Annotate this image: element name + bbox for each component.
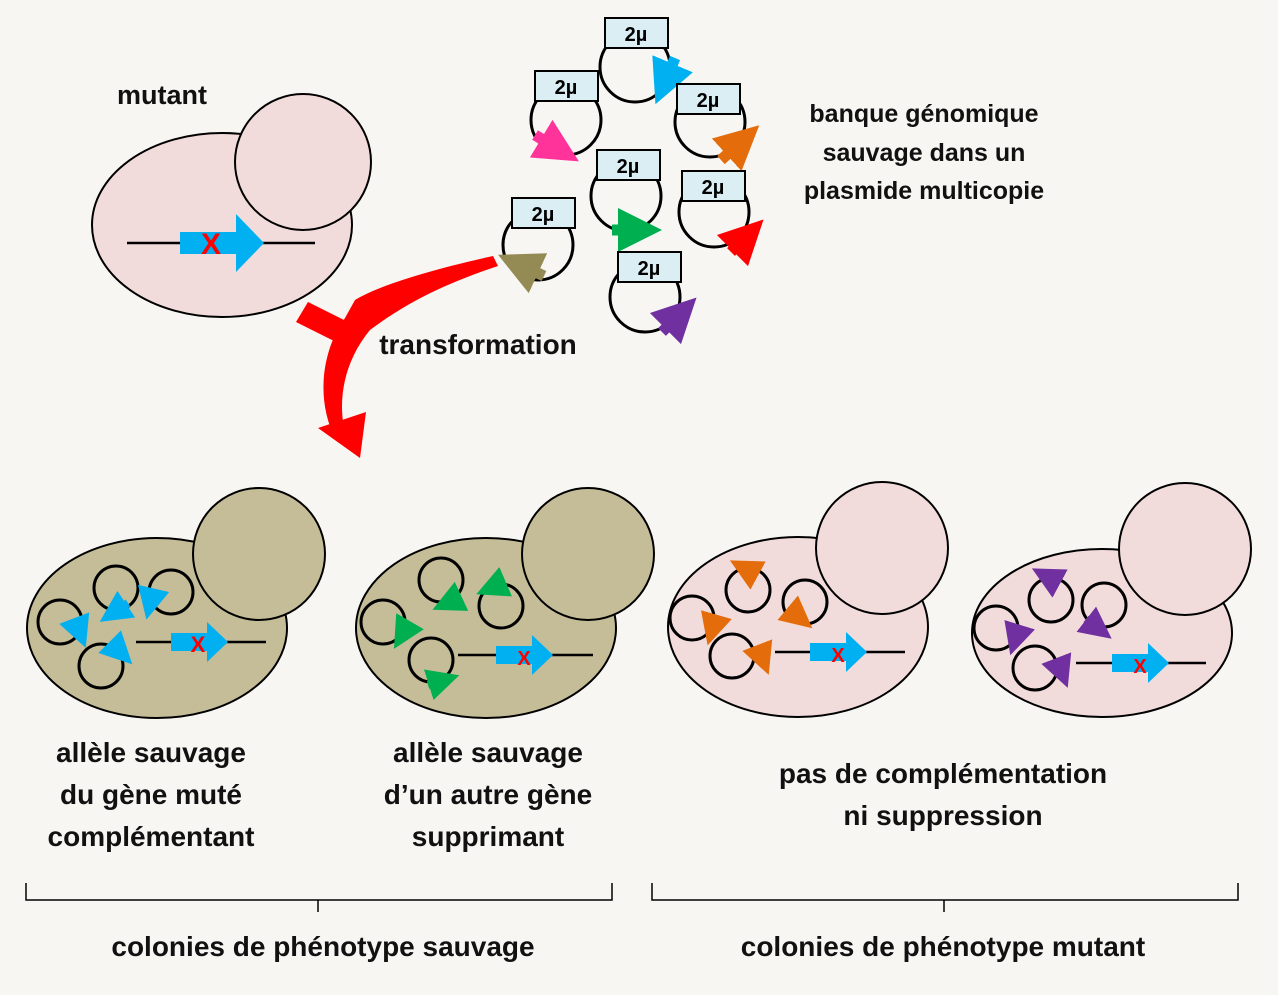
mutation-mark: X xyxy=(191,632,206,657)
insert-arrow xyxy=(423,669,460,701)
insert-arrow xyxy=(432,581,469,611)
brace-wild xyxy=(25,883,613,912)
insert-arrow xyxy=(652,55,693,105)
mutation-mark: X xyxy=(201,228,221,261)
insert-arrow xyxy=(1004,620,1035,656)
plasmid-library: 2µ 2µ 2µ 2µ 2µ xyxy=(498,17,764,345)
mutation-mark: X xyxy=(1133,656,1147,678)
gene-arrow xyxy=(171,622,228,662)
cell2-caption: d’un autre gène xyxy=(384,779,592,810)
gene-arrow xyxy=(810,632,867,672)
insert-arrow xyxy=(711,125,760,172)
transformation-bar xyxy=(296,302,360,348)
plasmid: 2µ xyxy=(498,197,576,294)
cell1-caption: complémentant xyxy=(48,821,255,852)
library-label: banque génomique xyxy=(809,100,1038,128)
insert-arrow xyxy=(649,297,697,345)
group-mutant-label: colonies de phénotype mutant xyxy=(741,931,1145,962)
insert-arrow xyxy=(498,253,548,294)
plasmid-label: 2µ xyxy=(702,177,725,199)
gene-arrow xyxy=(496,635,553,675)
plasmid-label: 2µ xyxy=(617,156,640,178)
insert-arrow xyxy=(393,613,424,649)
cell-no-complementation-purple: X xyxy=(971,482,1252,718)
insert-arrow xyxy=(729,560,766,590)
gene-arrow xyxy=(180,214,264,272)
cell2-caption: allèle sauvage xyxy=(393,737,583,768)
insert-arrow xyxy=(59,612,90,648)
no-complementation-caption: ni suppression xyxy=(843,800,1042,831)
cell2-caption: supprimant xyxy=(412,821,564,852)
mutant-cell: X xyxy=(91,93,372,318)
library-label: plasmide multicopie xyxy=(804,177,1044,205)
plasmid: 2µ xyxy=(677,170,764,267)
insert-arrow xyxy=(716,219,764,267)
plasmid: 2µ xyxy=(673,83,760,172)
insert-arrow xyxy=(138,584,170,620)
transformation-label: transformation xyxy=(379,329,577,360)
mutation-mark: X xyxy=(517,648,531,670)
insert-arrow xyxy=(777,595,813,629)
plasmid: 2µ xyxy=(529,70,603,162)
group-wild-label: colonies de phénotype sauvage xyxy=(111,931,534,962)
insert-arrow xyxy=(99,590,136,622)
insert-arrow xyxy=(742,639,773,675)
plasmid-label: 2µ xyxy=(638,258,661,280)
transformation-arrow xyxy=(296,256,498,458)
mutant-label: mutant xyxy=(117,80,207,110)
transformation-arrowhead xyxy=(318,412,366,458)
insert-arrow xyxy=(1041,652,1072,688)
insert-arrow xyxy=(476,566,513,597)
gene-arrow xyxy=(1112,643,1169,683)
cell-suppressing: X xyxy=(355,487,655,719)
insert-arrow xyxy=(529,119,579,162)
cell1-caption: allèle sauvage xyxy=(56,737,246,768)
plasmid: 2µ xyxy=(589,149,663,252)
plasmid: 2µ xyxy=(598,17,693,105)
brace-mutant xyxy=(651,883,1239,912)
no-complementation-caption: pas de complémentation xyxy=(779,758,1107,789)
mutation-mark: X xyxy=(831,645,845,667)
insert-arrow xyxy=(1076,606,1112,639)
insert-arrow xyxy=(98,630,133,665)
cell-complementing: X xyxy=(26,487,326,719)
cell1-caption: du gène muté xyxy=(60,779,242,810)
insert-arrow xyxy=(1031,568,1068,598)
insert-arrow xyxy=(701,610,732,646)
library-label: sauvage dans un xyxy=(823,139,1026,167)
cell-no-complementation-orange: X xyxy=(667,481,949,718)
plasmid-label: 2µ xyxy=(532,204,555,226)
plasmid-label: 2µ xyxy=(625,24,648,46)
plasmid: 2µ xyxy=(608,251,697,345)
plasmid-label: 2µ xyxy=(697,90,720,112)
plasmid-label: 2µ xyxy=(555,77,578,99)
